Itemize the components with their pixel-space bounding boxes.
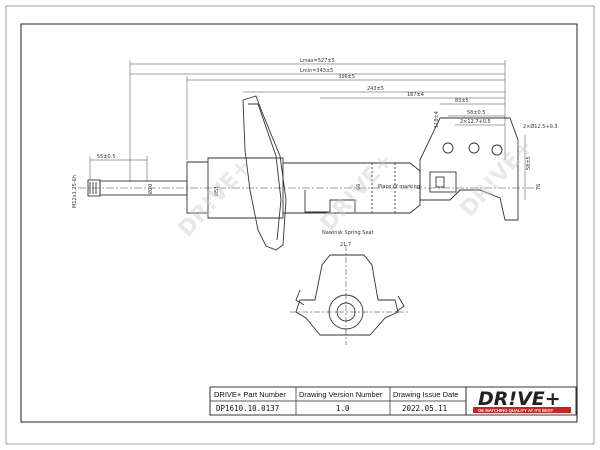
dim-83: 83±5: [455, 98, 469, 104]
dim-217: 21.7: [340, 242, 351, 248]
title-block: DRIVE+ Part Number Drawing Version Numbe…: [209, 386, 467, 416]
label-note: Nawinsk Spring Seat: [322, 230, 374, 236]
dim-336: 336±5: [338, 74, 355, 80]
damper-tube: [186, 157, 421, 219]
end-view-bracket: [295, 254, 399, 336]
dim-58b: 58±5: [526, 156, 532, 170]
watermark-left: DR!VE+: [174, 154, 257, 242]
drive-plus-logo: DR!VE+ OE MATCHING QUALITY AT ITS BEST: [465, 386, 577, 416]
logo-tagline: OE MATCHING QUALITY AT ITS BEST: [478, 408, 554, 413]
header-part-number: DRIVE+ Part Number: [214, 390, 286, 399]
spring-seat-plate: [242, 95, 287, 251]
watermark-right: DR!VE+: [456, 134, 539, 222]
dimension-lines: [89, 60, 526, 200]
bracket-hole-upper: [442, 142, 454, 154]
dim-55: 55±0.5: [97, 154, 116, 160]
value-part-number: DP1610.10.0137: [216, 404, 279, 413]
dim-118: 118±4: [434, 111, 440, 128]
dim-lmax: Lmax=527±5: [300, 58, 335, 64]
marking-hook: [304, 190, 356, 213]
header-version: Drawing Version Number: [299, 390, 383, 399]
bracket-hole-right: [491, 144, 503, 156]
bracket-hole-center: [468, 142, 480, 154]
logo-wordmark: DR!VE+: [478, 388, 561, 410]
strut-side-view: [87, 95, 519, 251]
strut-end-view: [290, 245, 410, 345]
dim-d51: Ø51: [213, 186, 220, 196]
dim-76: 76: [536, 184, 542, 190]
value-issue-date: 2022.05.11: [402, 404, 447, 413]
dim-thread: M12x1.25-6h: [72, 175, 78, 208]
dim-lmin: Lmin=343±5: [300, 68, 333, 74]
watermark-center: DR!VE+: [316, 148, 399, 236]
bracket-tab: [429, 171, 457, 193]
dim-66: 66: [356, 184, 362, 190]
dimension-labels: Lmax=527±5 Lmin=343±5 336±5 243±5 187±4 …: [72, 58, 558, 248]
drawing-frame: [20, 23, 578, 423]
header-issue-date: Drawing Issue Date: [393, 390, 458, 399]
knuckle-bracket: [419, 117, 519, 221]
dim-2x12: 2×12.7+0.5: [460, 119, 491, 125]
dim-2xo12: 2×Ø12.5+0.3: [523, 123, 558, 130]
value-version: 1.0: [336, 404, 350, 413]
dim-d20: Ø20: [147, 184, 154, 194]
dim-187: 187±4: [407, 92, 424, 98]
dim-243: 243±5: [367, 86, 384, 92]
dim-58: 58±0.5: [467, 110, 486, 116]
label-place-of-marking: Place of marking: [378, 184, 420, 190]
outer-border: [5, 5, 595, 445]
